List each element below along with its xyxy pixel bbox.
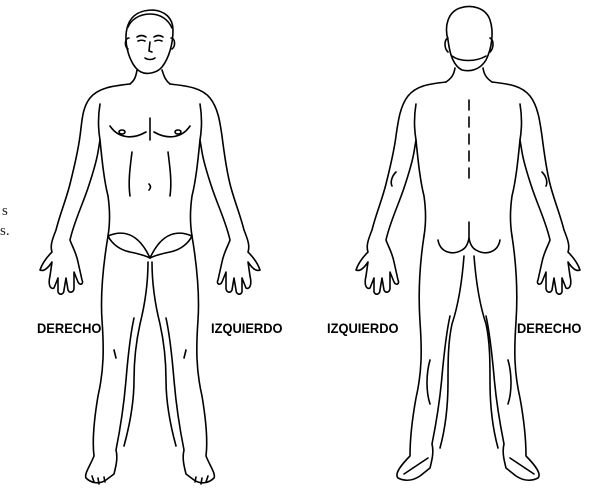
front-inner-arm-left — [200, 104, 202, 140]
front-eye-left — [138, 40, 145, 41]
front-eye-right — [155, 40, 162, 41]
front-body-right-side — [40, 84, 150, 294]
front-brow-right — [154, 36, 163, 38]
back-buttocks — [438, 238, 500, 253]
front-groin — [108, 233, 192, 258]
back-neck-left — [446, 68, 455, 82]
front-body-figure — [40, 10, 260, 484]
back-body-figure — [356, 7, 580, 481]
back-leg-left-inner — [440, 256, 464, 448]
front-neck-right — [130, 70, 137, 84]
back-leg-left-outer — [397, 236, 450, 480]
front-leg-left-outer — [166, 236, 214, 483]
back-neck-right — [483, 68, 492, 82]
front-abdomen-left — [168, 152, 171, 196]
back-calf-right — [508, 360, 511, 404]
front-body-left-side — [150, 84, 260, 294]
front-chest-left — [154, 126, 190, 137]
back-calf-left — [427, 360, 430, 404]
front-mouth — [145, 58, 155, 60]
front-abdomen-right — [129, 152, 132, 196]
front-label-left: DERECHO — [37, 320, 101, 336]
back-leg-right-inner — [474, 256, 498, 448]
back-label-right: DERECHO — [517, 320, 581, 336]
front-leg-right-outer — [86, 236, 134, 483]
back-elbow-left — [391, 172, 396, 186]
front-label-right: IZQUIERDO — [211, 320, 283, 336]
front-navel — [149, 184, 151, 190]
front-knee-left — [184, 350, 186, 358]
front-inner-arm-right — [99, 104, 101, 140]
front-brow-left — [137, 36, 146, 38]
front-leg-right-inner — [124, 262, 148, 446]
back-label-left: IZQUIERDO — [327, 320, 399, 336]
front-nipple-left — [175, 130, 181, 134]
back-hairline — [452, 56, 486, 61]
front-neck-left — [162, 70, 170, 84]
back-body-left-side — [356, 82, 446, 294]
front-nipple-right — [119, 130, 125, 134]
back-body-right-side — [492, 82, 580, 294]
front-knee-right — [114, 350, 116, 358]
back-inner-arm-right — [520, 104, 522, 140]
back-elbow-right — [542, 172, 547, 186]
front-leg-left-inner — [152, 262, 176, 446]
front-nose — [149, 42, 152, 52]
back-leg-right-outer — [486, 236, 539, 480]
front-ear-right — [125, 38, 129, 49]
back-inner-arm-left — [415, 104, 417, 140]
front-chest-right — [110, 126, 146, 137]
